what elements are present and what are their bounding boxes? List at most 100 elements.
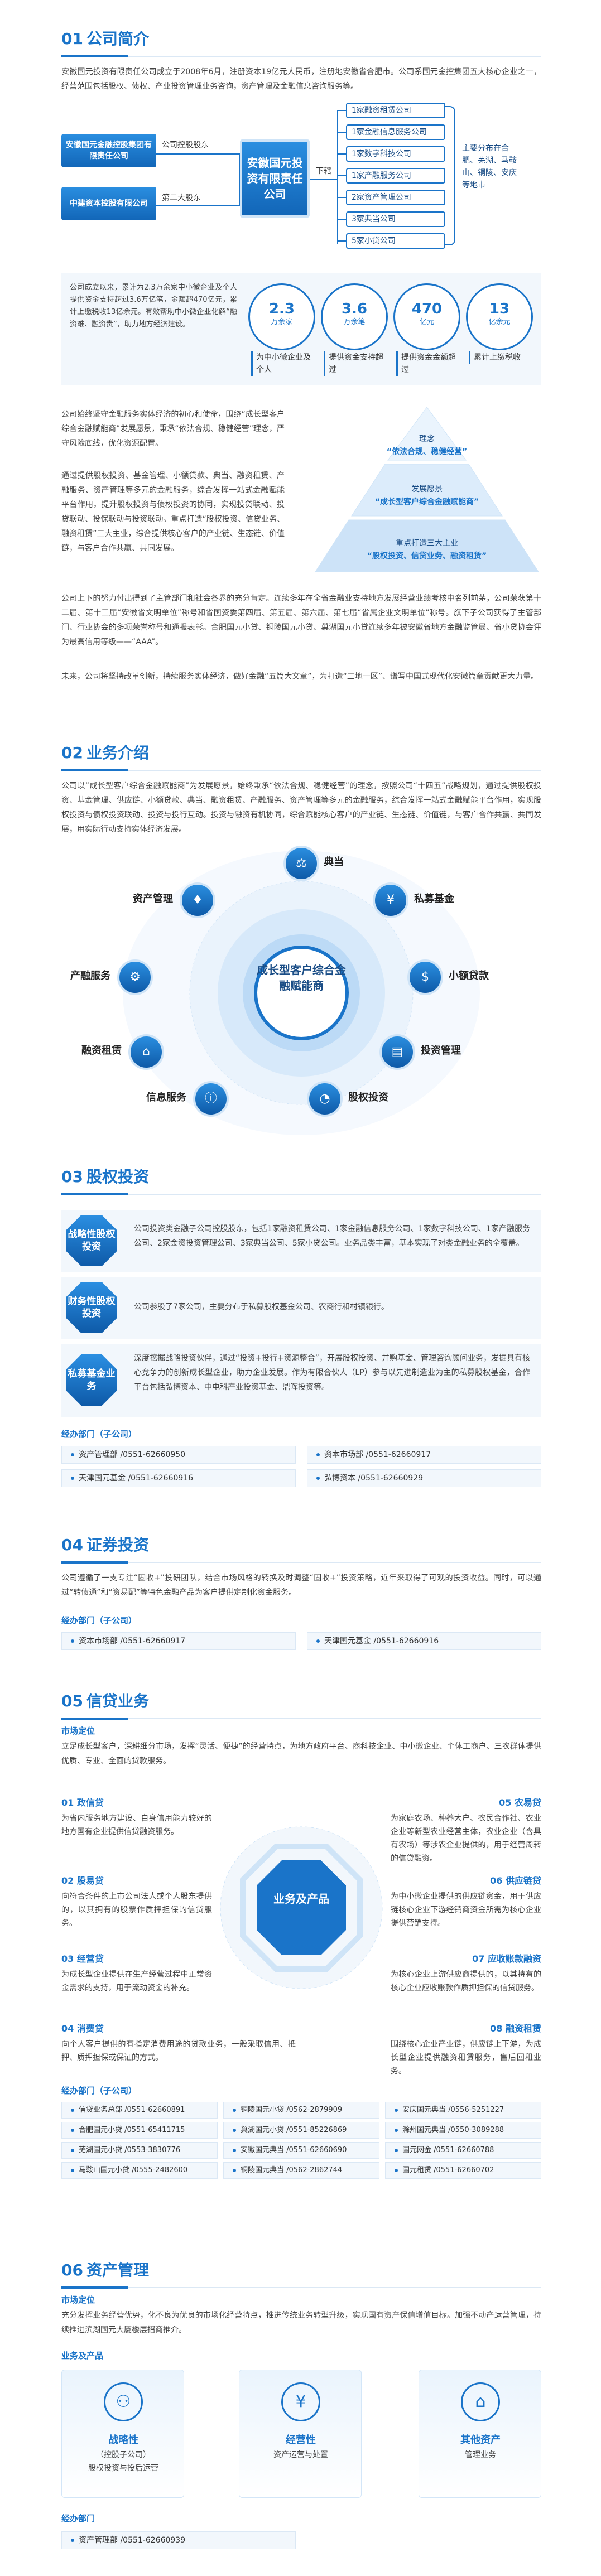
asset-card: ⌂ 其他资产 管理业务 xyxy=(419,2370,541,2498)
business-wheel xyxy=(123,851,480,1135)
sub-item: 1家金融信息服务公司 xyxy=(346,124,445,140)
financial-badge: 财务性股权投资 xyxy=(66,1282,117,1333)
dept-title: 经办部门（子公司） xyxy=(61,1615,137,1625)
building-icon: ⌂ xyxy=(461,2382,500,2421)
sub-item: 5家小贷公司 xyxy=(346,233,445,249)
pyramid-l1-text: “依法合规、稳健经营” xyxy=(386,447,468,456)
sub-item: 3家典当公司 xyxy=(346,211,445,227)
honor-text: 公司上下的努力付出得到了主管部门和社会各界的充分肯定。连续多年在全省金融业支持地… xyxy=(61,594,541,647)
dept-item: 芜湖国元小贷 /0553-3830776 xyxy=(61,2142,218,2159)
bracket xyxy=(445,106,455,245)
product-desc: 为家庭农场、种养大户、农民合作社、农业企业等新型农业经营主体，农业企业（含具有农… xyxy=(391,1814,541,1863)
sub-item: 1家数字科技公司 xyxy=(346,146,445,162)
node-label: 股权投资 xyxy=(348,1092,388,1103)
dept-item: 资本市场部 /0551-62660917 xyxy=(307,1446,541,1464)
asset-card: ⚇ 战略性 （控股子公司） 股权投资与投后运营 xyxy=(61,2370,184,2498)
future-text: 未来，公司将坚持改革创新，持续服务实体经济，做好金融“五篇大文章”，为打造“三地… xyxy=(61,672,539,681)
mission-text: 公司始终坚守金融服务实体经济的初心和使命，围绕“成长型客户综合金融赋能商”发展愿… xyxy=(61,410,285,448)
dept-item: 安庆国元典当 /0556-5251227 xyxy=(385,2102,541,2119)
investment-icon: ▤ xyxy=(379,1034,415,1070)
equity-row xyxy=(61,1277,541,1339)
info-icon: ⓘ xyxy=(193,1081,229,1117)
connector xyxy=(310,179,338,180)
dept-item: 资本市场部 /0551-62660917 xyxy=(61,1632,296,1650)
asset-icon: ♦ xyxy=(180,882,215,918)
people-icon: ⚇ xyxy=(104,2382,143,2421)
product-title: 04 消费贷 xyxy=(61,2023,104,2034)
pyramid-l3-text: “股权投资、信贷业务、融资租赁” xyxy=(367,552,487,561)
products-label: 业务及产品 xyxy=(61,2351,104,2361)
title-rule xyxy=(61,55,541,57)
dept-item: 马鞍山国元小贷 /0555-2482600 xyxy=(61,2162,218,2179)
sub-item: 2家资产管理公司 xyxy=(346,190,445,205)
dept-item: 信贷业务总部 /0551-62660891 xyxy=(61,2102,218,2119)
intro-text: 公司遵循了一支专注“固收+”投研团队，结合市场风格的转换及时调整“固收+”投资策… xyxy=(61,1574,541,1597)
intro-text: 安徽国元投资有限责任公司成立于2008年6月，注册资本19亿元人民币，注册地安徽… xyxy=(61,67,541,91)
equity-text: 公司投资类金融子公司控股股东，包括1家融资租赁公司、1家金融信息服务公司、1家数… xyxy=(134,1224,530,1248)
node-label: 典当 xyxy=(324,856,344,868)
dept-title: 经办部门（子公司） xyxy=(61,1429,137,1439)
dept-title: 经办部门 xyxy=(61,2514,95,2524)
loan-icon: $ xyxy=(407,959,443,995)
dept-item: 弘博资本 /0551-62660929 xyxy=(307,1469,541,1487)
hub-core xyxy=(257,1860,346,1955)
stats-desc: 公司成立以来，累计为2.3万余家中小微企业及个人提供资金支持超过3.6万亿笔，金… xyxy=(70,283,237,329)
title-rule xyxy=(61,769,541,771)
product-title: 07 应收账款融资 xyxy=(472,1953,541,1964)
equity-text: 公司参股了7家公司，主要分布于私募股权基金公司、农商行和村镇银行。 xyxy=(134,1303,389,1311)
holder2-role: 第二大股东 xyxy=(162,194,201,202)
node-label: 资产管理 xyxy=(133,893,173,905)
wheel-core xyxy=(254,946,349,1040)
pyramid-diagram xyxy=(315,407,539,572)
title-rule xyxy=(61,1193,541,1195)
money-icon: ¥ xyxy=(281,2382,320,2421)
stat-label: 为中小微企业及个人 xyxy=(251,351,312,376)
wheel-center-label: 成长型客户综合金融赋能商 xyxy=(257,963,346,992)
leasing-icon: ⌂ xyxy=(128,1034,164,1070)
credit-hub xyxy=(220,1826,383,1989)
pyramid-l2-text: “成长型客户综合金融赋能商” xyxy=(374,498,479,506)
product-desc: 向符合条件的上市公司法人或个人股东提供的，以其拥有的股票作质押担保的信贷服务。 xyxy=(61,1892,212,1928)
hub-label: 业务及产品 xyxy=(273,1892,329,1906)
intro-text: 充分发挥业务经营优势，化不良为优良的市场化经营特点，推进传统业务转型升级，实现国… xyxy=(61,2311,541,2334)
title-rule xyxy=(61,1718,541,1720)
product-desc: 围绕核心企业产业链，供应链上下游，为成长型企业提供融资租赁服务，售后回租业务。 xyxy=(391,2040,541,2076)
company-box: 安徽国元投资有限责任公司 xyxy=(240,139,310,218)
pyramid-bottom xyxy=(315,519,539,572)
market-position-label: 市场定位 xyxy=(61,1726,95,1736)
product-desc: 为中小微企业提供的供应链资金，用于供应链核心企业下游经销商资金所需为核心企业提供… xyxy=(391,1892,541,1928)
industry-icon: ⚙ xyxy=(117,959,153,995)
product-desc: 向个人客户提供的有指定消费用途的贷款业务，一般采取信用、抵押、质押担保或保证的方… xyxy=(61,2040,296,2062)
private-fund-badge: 私募基金业务 xyxy=(66,1354,117,1406)
product-title: 02 股易贷 xyxy=(61,1875,104,1886)
equity-text: 深度挖掘战略投资伙伴，通过“投资+投行+资源整合”，开展股权投资、并购基金、管理… xyxy=(134,1354,530,1392)
equity-row xyxy=(61,1344,541,1417)
asset-card: ¥ 经营性 资产运营与处置 xyxy=(239,2370,362,2498)
product-title: 06 供应链贷 xyxy=(490,1875,541,1886)
intro-text: 立足成长型客户，深耕细分市场，发挥“灵活、便捷”的经营特点，为地方政府平台、商科… xyxy=(61,1742,541,1765)
dept-title: 经办部门（子公司） xyxy=(61,2086,137,2096)
dept-item: 天津国元基金 /0551-62660916 xyxy=(61,1469,296,1487)
equity-icon: ◔ xyxy=(307,1081,343,1117)
product-desc: 为成长型企业提供在生产经营过程中正常资金需求的支持，用于流动资金的补充。 xyxy=(61,1970,212,1993)
intro-text: 公司以“成长型客户综合金融赋能商”为发展愿景，始终秉承“依法合规、稳健经营”的理… xyxy=(61,782,541,834)
product-title: 03 经营贷 xyxy=(61,1953,104,1964)
connector xyxy=(156,205,240,206)
dept-item: 天津国元基金 /0551-62660916 xyxy=(307,1632,541,1650)
node-label: 投资管理 xyxy=(421,1045,461,1057)
holder1-box: 安徽国元金融控股集团有限责任公司 xyxy=(61,134,156,167)
strategic-badge: 战略性股权投资 xyxy=(66,1215,117,1266)
stat-label: 累计上缴税收 xyxy=(469,351,530,364)
